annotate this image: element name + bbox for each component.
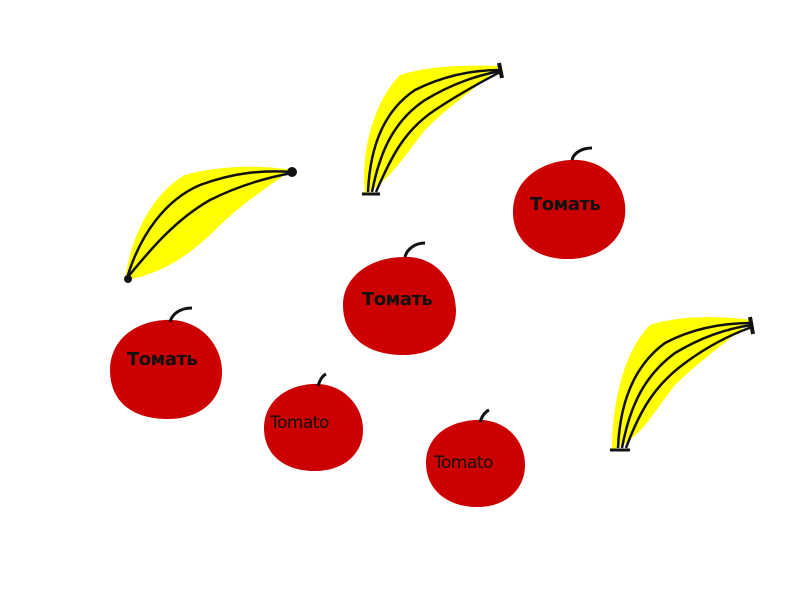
tomato-lower-right: Tomato bbox=[426, 408, 525, 508]
tomato-left: Томать bbox=[110, 306, 222, 420]
tomato-upper-right: Томать bbox=[512, 146, 626, 260]
tomato-label: Tomato bbox=[269, 413, 329, 433]
tomato-lower-left: Tomato bbox=[264, 372, 363, 472]
tomato-label: Томать bbox=[127, 349, 197, 370]
banana-top-peel bbox=[364, 65, 500, 196]
banana-left-stem bbox=[287, 167, 297, 177]
tomato-center: Томать bbox=[343, 241, 456, 356]
banana-left bbox=[124, 166, 297, 283]
banana-top-stripe bbox=[366, 68, 501, 193]
tomato-body bbox=[110, 319, 222, 420]
banana-left-peel bbox=[125, 166, 292, 280]
tomato-label: Tomato bbox=[433, 453, 493, 473]
banana-top bbox=[362, 62, 504, 196]
tomato-stem bbox=[403, 241, 426, 258]
tomato-label: Томать bbox=[362, 289, 432, 310]
tomato-body bbox=[426, 419, 525, 508]
banana-right-stripe bbox=[624, 325, 753, 449]
banana-top-stem bbox=[497, 62, 504, 79]
tomato-stem bbox=[570, 146, 593, 161]
tomato-body bbox=[512, 159, 626, 260]
banana-right-stripe bbox=[620, 323, 753, 449]
banana-left-stripe bbox=[126, 171, 293, 279]
banana-left-stripe bbox=[125, 170, 293, 279]
tomato-stem bbox=[478, 408, 490, 423]
tomato-body bbox=[264, 383, 363, 472]
banana-top-stripe bbox=[374, 70, 501, 193]
tomato-stem bbox=[168, 306, 193, 323]
banana-right bbox=[610, 316, 755, 452]
banana-right-peel bbox=[612, 317, 752, 450]
banana-right-stem bbox=[748, 316, 755, 335]
tomato-label: Томать bbox=[530, 194, 600, 215]
banana-top-stripe bbox=[370, 69, 501, 193]
banana-left-tip bbox=[124, 275, 132, 283]
tomato-body bbox=[343, 256, 456, 356]
banana-right-stripe bbox=[616, 321, 753, 449]
tomato-stem bbox=[316, 372, 327, 387]
